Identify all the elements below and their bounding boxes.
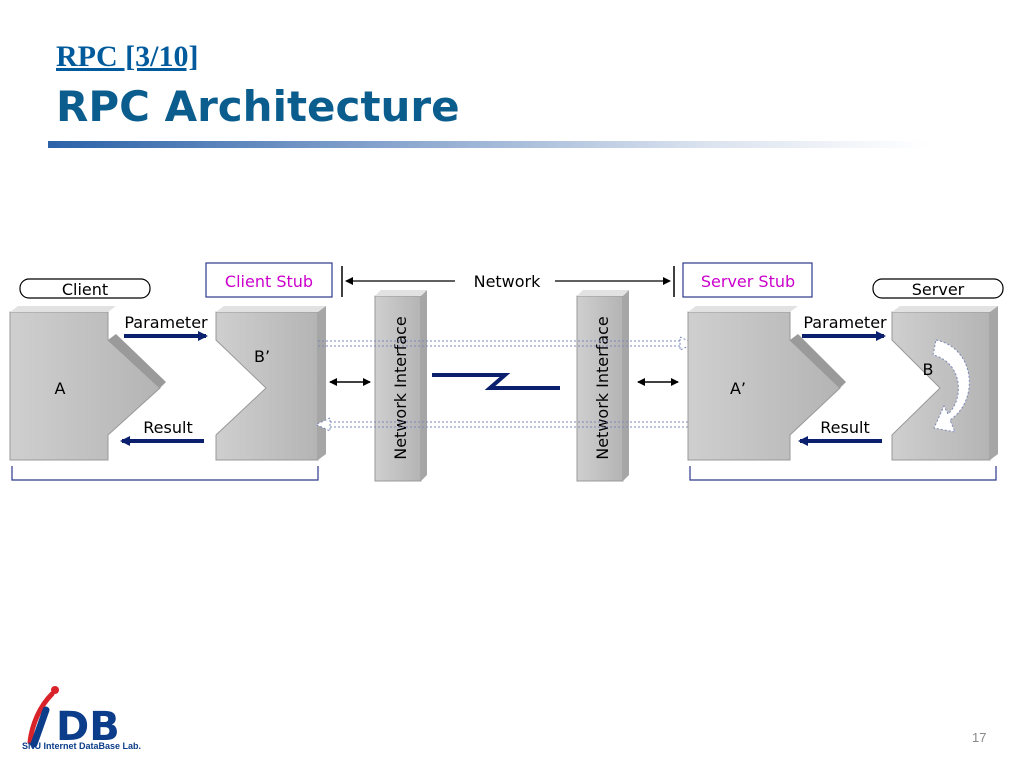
idb-logo: DB	[27, 686, 120, 750]
network-interface-right: Network Interface	[576, 290, 629, 482]
block-b-prime: B’	[215, 306, 326, 461]
page-number: 17	[972, 730, 987, 745]
server-stub-label: Server Stub	[701, 272, 795, 291]
title-underline	[48, 141, 928, 148]
block-a: A	[9, 306, 166, 461]
block-a-label: A	[55, 379, 66, 398]
block-a-prime: A’	[687, 306, 846, 461]
server-stub-label-box: Server Stub	[682, 262, 813, 298]
client-label: Client	[62, 280, 108, 299]
block-b-label: B	[923, 360, 934, 379]
logo-caption: SNU Internet DataBase Lab.	[22, 741, 142, 751]
client-label-box: Client	[19, 278, 151, 299]
block-b: B	[891, 306, 998, 461]
network-link-icon	[432, 373, 560, 390]
server-label-box: Server	[872, 278, 1004, 299]
result-right-label: Result	[820, 418, 869, 437]
server-bracket	[689, 466, 997, 481]
slide-subtitle: RPC [3/10]	[56, 40, 199, 73]
parameter-left-label: Parameter	[124, 313, 208, 332]
client-stub-label: Client Stub	[225, 272, 313, 291]
client-bracket	[11, 466, 319, 481]
network-interface-left-label: Network Interface	[391, 316, 410, 460]
response-path	[314, 417, 690, 432]
parameter-right-label: Parameter	[803, 313, 887, 332]
block-b-prime-label: B’	[254, 347, 270, 366]
result-left-label: Result	[143, 418, 192, 437]
network-span: Network	[341, 266, 675, 297]
network-label: Network	[474, 272, 542, 291]
network-interface-right-label: Network Interface	[593, 316, 612, 460]
request-path	[318, 336, 696, 351]
block-a-prime-label: A’	[730, 379, 746, 398]
client-stub-label-box: Client Stub	[205, 262, 333, 298]
logo-mark: DB	[56, 704, 120, 750]
server-label: Server	[912, 280, 965, 299]
network-interface-left: Network Interface	[374, 290, 427, 482]
slide-title: RPC Architecture	[56, 82, 460, 131]
process-arrow-icon	[932, 339, 970, 433]
